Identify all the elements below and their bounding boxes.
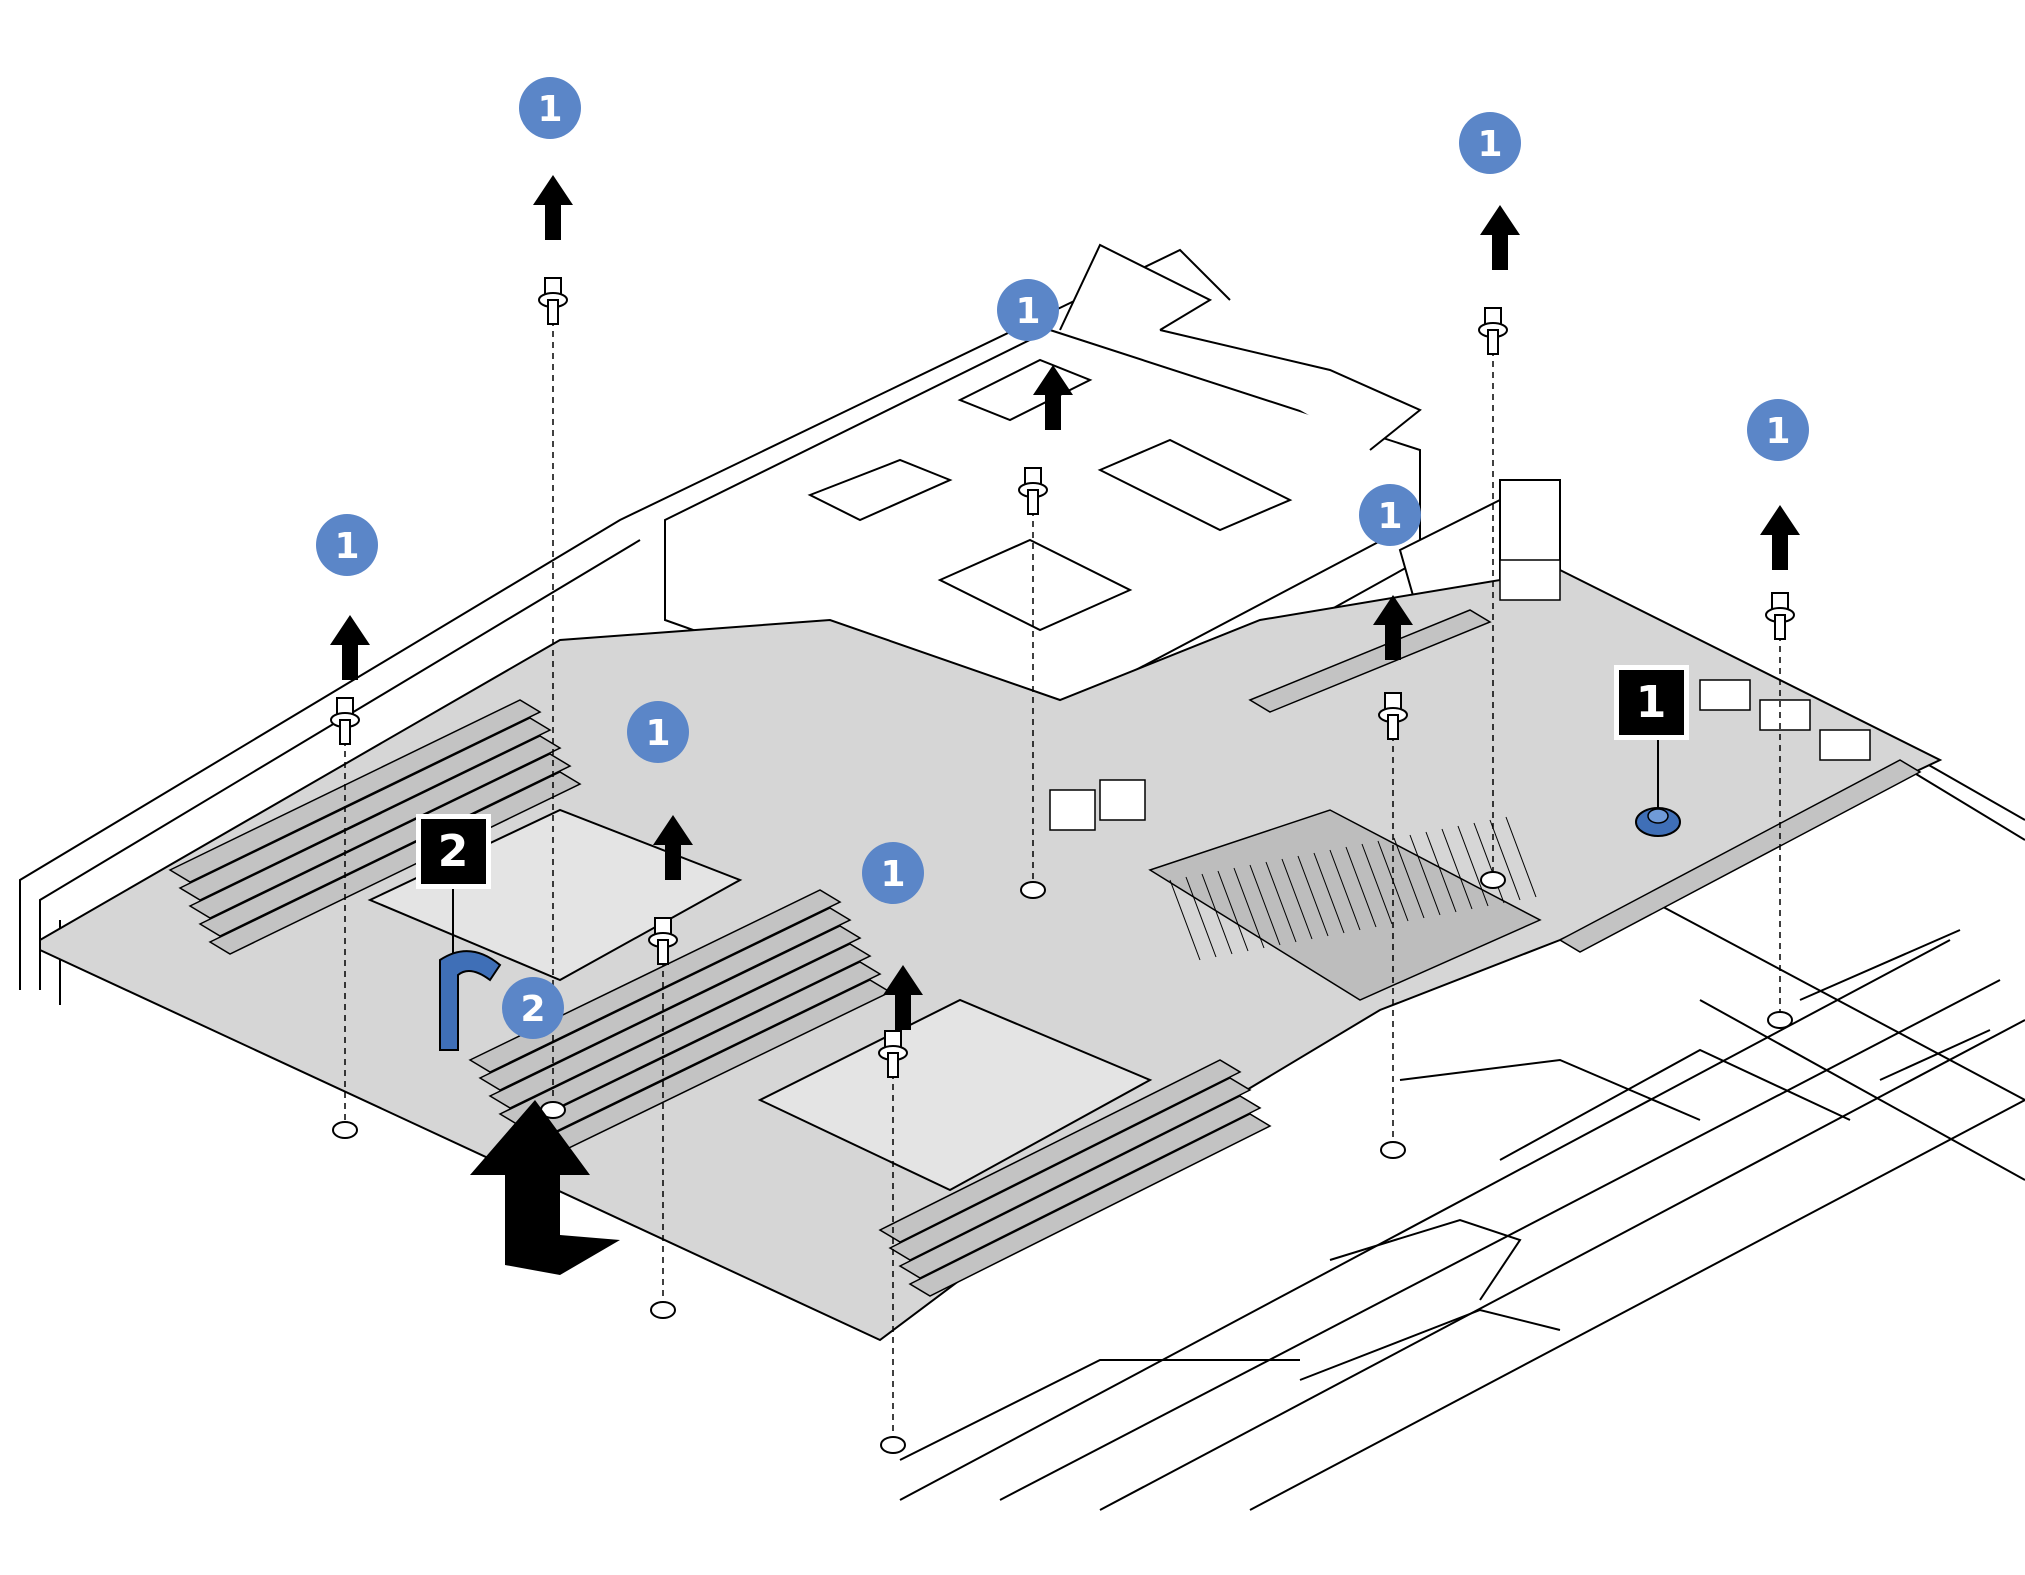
lift-direction-arrow: [470, 1100, 620, 1275]
riser-slots: [1248, 609, 1922, 953]
numbered-circle-icon: [502, 977, 564, 1039]
numbered-circle-icon: [519, 77, 581, 139]
standoff: [1767, 1011, 1793, 1029]
up-arrow-icon: [1760, 505, 1800, 570]
thumbscrew-icon: [330, 697, 360, 745]
up-arrow-icon: [330, 615, 370, 680]
step-badge-label: 1: [1765, 411, 1790, 452]
numbered-circle-icon: [316, 514, 378, 576]
up-arrow-icon: [533, 175, 573, 240]
numbered-circle-icon: [997, 279, 1059, 341]
up-arrow-icon: [1480, 205, 1520, 270]
numbered-circle-icon: [1747, 399, 1809, 461]
numbered-circle-icon: [1359, 484, 1421, 546]
step-badge-label: 1: [645, 713, 670, 754]
step-badge-9: 2: [502, 977, 564, 1039]
numbered-circle-icon: [1459, 112, 1521, 174]
up-arrows: [330, 175, 1800, 1030]
callout-label: 2: [438, 826, 469, 877]
standoff: [1380, 1141, 1406, 1159]
chassis-outline: [19, 248, 2025, 1511]
step-badge-label: 1: [537, 89, 562, 130]
standoff: [332, 1121, 358, 1139]
thumbscrew-icon: [878, 1030, 908, 1078]
step-badge-7: 1: [627, 701, 689, 763]
thumbscrew-icon: [538, 277, 568, 325]
thumbscrew-icon: [1378, 692, 1408, 740]
screw-guide-lines: [344, 320, 1781, 1437]
up-arrow-icon: [653, 815, 693, 880]
up-arrow-icon: [1033, 365, 1073, 430]
thumbscrew-icon: [1765, 592, 1795, 640]
step-badge-label: 2: [520, 989, 545, 1030]
thumbscrew-icon: [1478, 307, 1508, 355]
step-badge-6: 1: [1747, 399, 1809, 461]
step-badge-8: 1: [862, 842, 924, 904]
board-connectors: [1049, 559, 1871, 831]
standoff: [1480, 871, 1506, 889]
step-badge-5: 1: [1359, 484, 1421, 546]
step-badge-label: 1: [1477, 124, 1502, 165]
up-arrow-icon: [1373, 595, 1413, 660]
numbered-circle-icon: [862, 842, 924, 904]
numbered-circle-icon: [627, 701, 689, 763]
up-arrow-icon: [883, 965, 923, 1030]
dimm-slots-right: [878, 1059, 1272, 1297]
callout-box-1: 1: [1614, 665, 1689, 740]
release-pin-icon: [1635, 740, 1681, 837]
step-badge-4: 1: [316, 514, 378, 576]
callout-label: 1: [1636, 677, 1667, 728]
step-badge-1: 1: [519, 77, 581, 139]
step-badge-label: 1: [880, 854, 905, 895]
thumbscrews: [330, 277, 1795, 1078]
heat-sink: [1148, 809, 1542, 1001]
step-badge-label: 1: [1377, 496, 1402, 537]
standoff: [1020, 881, 1046, 899]
step-badge-3: 1: [1459, 112, 1521, 174]
callout-box-2: 2: [416, 814, 491, 889]
thumbscrew-icon: [1018, 467, 1048, 515]
standoff: [650, 1301, 676, 1319]
thumbscrew-icon: [648, 917, 678, 965]
step-badge-2: 1: [997, 279, 1059, 341]
standoff: [880, 1436, 906, 1454]
dimm-slots-center: [468, 889, 892, 1163]
step-badge-label: 1: [334, 526, 359, 567]
step-badge-label: 1: [1015, 291, 1040, 332]
callout-boxes: 12: [416, 665, 1689, 889]
lift-handle-icon: [439, 880, 502, 1051]
